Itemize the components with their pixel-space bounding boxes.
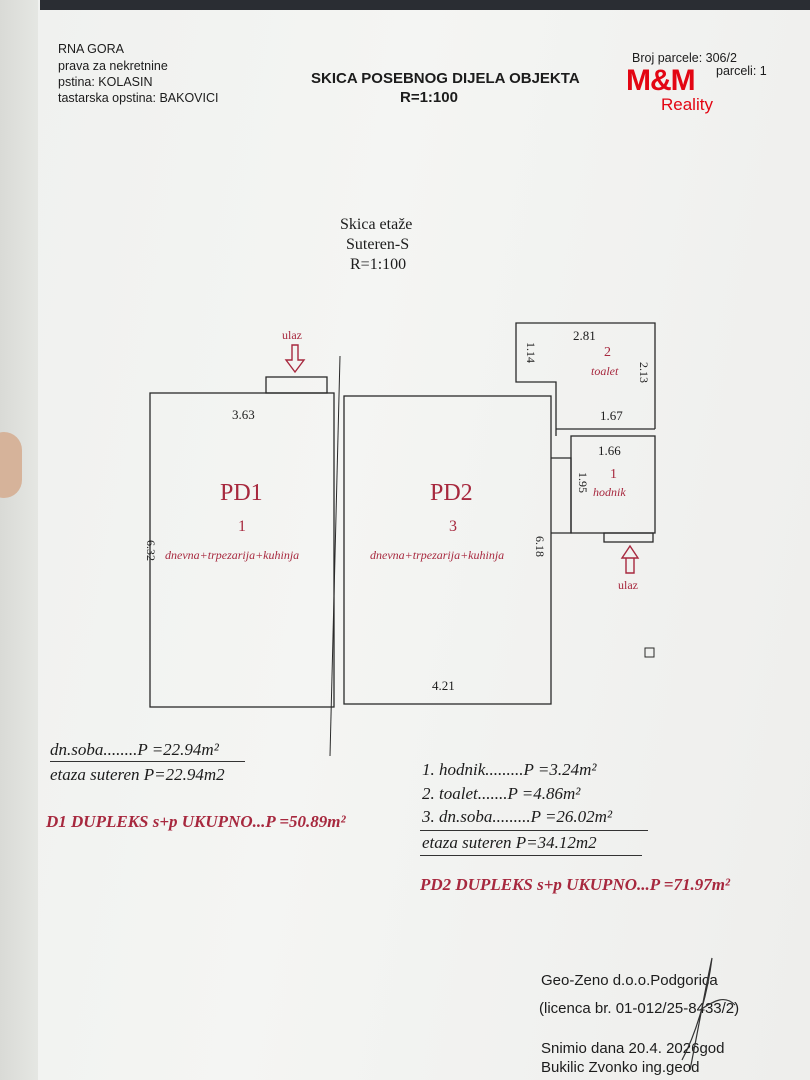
pd2-name: PD2 [430, 480, 473, 506]
header-cadastral: tastarska opstina: BAKOVICI [58, 91, 219, 105]
pd1-entry-label: ulaz [282, 328, 302, 342]
floor-scale: R=1:100 [350, 256, 407, 273]
top-dark-edge [40, 0, 810, 10]
pd2-area-underline-2 [420, 855, 642, 856]
document-scale: R=1:100 [400, 89, 458, 106]
pd1-entry-arrow-icon [284, 344, 306, 374]
pd2-entry-arrow-icon [620, 544, 640, 574]
pd1-total: D1 DUPLEKS s+p UKUPNO...P =50.89m² [46, 812, 346, 831]
pd1-dim-top: 3.63 [232, 407, 255, 422]
pd1-area-room: dn.soba........P =22.94m² [50, 740, 219, 759]
pd2-dim-bottom: 4.21 [432, 678, 455, 693]
toilet-outline [515, 322, 656, 436]
building-divider [329, 355, 341, 757]
footer-company: Geo-Zeno d.o.o.Podgorica [541, 972, 718, 989]
parcel-part: parceli: 1 [716, 64, 767, 78]
footer-license: (licenca br. 01-012/25-8433/2) [539, 1000, 740, 1017]
floor-title: Skica etaže [340, 216, 413, 233]
parcel-number: Broj parcele: 306/2 [632, 51, 737, 65]
pd1-area-underline [50, 761, 245, 762]
pd2-description: dnevna+trpezarija+kuhinja [370, 548, 505, 562]
hall-description: hodnik [593, 485, 626, 499]
pd2-area-underline [420, 830, 648, 831]
header-authority: prava za nekretnine [58, 59, 168, 73]
pd1-area-floor: etaza suteren P=22.94m2 [50, 765, 225, 784]
footer-author: Bukilic Zvonko ing.geod [541, 1059, 700, 1076]
pd2-area-toilet: 2. toalet.......P =4.86m² [422, 784, 581, 803]
hall-number: 1 [610, 467, 617, 482]
thumb [0, 432, 22, 498]
pd2-area-floor: etaza suteren P=34.12m2 [422, 833, 597, 852]
toilet-description: toalet [591, 364, 619, 378]
document-title: SKICA POSEBNOG DIJELA OBJEKTA [311, 70, 580, 87]
toilet-dim-top: 2.81 [573, 328, 596, 343]
floor-level: Suteren-S [346, 236, 410, 253]
pd1-description: dnevna+trpezarija+kuhinja [165, 548, 300, 562]
hall-dim-top: 1.66 [598, 443, 621, 458]
pd2-outline [343, 395, 552, 705]
pd2-area-hall: 1. hodnik.........P =3.24m² [422, 760, 597, 779]
marker-square [644, 647, 655, 658]
header-country: RNA GORA [58, 42, 124, 56]
pd2-entry-label: ulaz [618, 578, 638, 592]
hall-entry-step [603, 532, 654, 543]
mm-reality-logo: M&M Reality [626, 64, 713, 114]
pd2-number: 3 [449, 518, 457, 535]
pd1-entry-step [265, 376, 328, 394]
pd1-number: 1 [238, 518, 246, 535]
header-municipality: pstina: KOLASIN [58, 75, 153, 89]
pd2-total: PD2 DUPLEKS s+p UKUPNO...P =71.97m² [420, 875, 731, 894]
toilet-number: 2 [604, 345, 611, 360]
footer-date: Snimio dana 20.4. 2026god [541, 1040, 725, 1057]
pd1-name: PD1 [220, 480, 263, 506]
toilet-dim-bottom: 1.67 [600, 408, 623, 423]
pd1-outline [149, 392, 335, 708]
pd2-area-room: 3. dn.soba.........P =26.02m² [422, 807, 613, 826]
document-sheet [38, 0, 810, 1080]
